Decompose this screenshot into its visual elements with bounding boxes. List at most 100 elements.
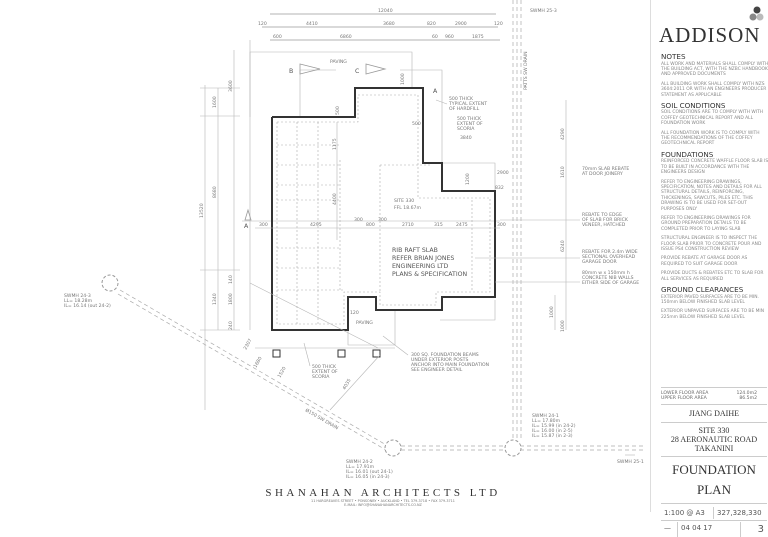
dim-text: 1175: [332, 138, 338, 150]
manhole-level: IL= 16.05 (in 24-3): [346, 474, 390, 480]
paving-outline: PAVING PAVING: [249, 51, 496, 346]
manhole-level: IL= 15.87 (in 2-3): [532, 433, 573, 439]
area-value: 124.0m2: [736, 391, 757, 396]
notes-heading: NOTES: [661, 52, 686, 61]
drain-label: PATTS SW DRAIN: [523, 51, 529, 90]
drawing-title: FOUNDATION: [672, 462, 756, 477]
dim-text: 1520: [277, 366, 288, 379]
callout-line: REBATE TO EDGE: [582, 212, 622, 218]
note-paragraph: EXTERIOR PAVED SURFACES ARE TO BE MIN. 1…: [661, 294, 759, 305]
firm-address: 11 HARGREAVES STREET • PONSONBY • AUCKLA…: [311, 499, 455, 503]
brand-name: ADDISON: [659, 23, 761, 47]
dim-text: 4400: [332, 193, 338, 205]
manhole-label: SWMH 25-3: [530, 8, 557, 14]
top-dimensions: 12040 120 4410 3680 820 2900 120 600 686…: [258, 8, 503, 41]
callout-line: TYPICAL EXTENT: [448, 101, 487, 107]
callout-line: 500 THICK: [449, 96, 474, 102]
section-markers: B C A A: [242, 63, 500, 230]
dim-text: 300: [354, 217, 363, 223]
site-line-2: 28 AERONAUTIC ROAD: [670, 435, 758, 444]
dim-text: 2710: [402, 222, 414, 228]
manhole-label: SWMH 24-1: [532, 413, 559, 419]
firm-name: SHANAHAN ARCHITECTS LTD: [265, 487, 501, 499]
dim-text: 2307: [243, 338, 254, 351]
dim-text: 500: [412, 121, 421, 127]
foundation-outline: [271, 87, 496, 331]
callout-line: SCORIA: [457, 126, 475, 132]
dim-text: 12040: [378, 8, 393, 14]
site-label: SITE 330: [394, 198, 414, 204]
callout-line: CONCRETE NIB WALLS: [582, 275, 634, 281]
slab-note-line: PLANS & SPECIFICATION: [392, 271, 468, 278]
callout-line: REBATE FOR 2.4m WIDE: [582, 249, 638, 255]
drain-label: Ø150 SW DRAIN: [304, 407, 340, 432]
slab-note-line: REFER BRIAN JONES: [392, 255, 454, 262]
upper-floor-area: UPPER FLOOR AREA 86.5m2: [661, 396, 767, 401]
dim-text: 2900: [455, 21, 467, 27]
note-paragraph: PROVIDE DUCTS & REBATES ETC TO SLAB FOR …: [661, 271, 764, 282]
note-paragraph: ALL WORK AND MATERIALS SHALL COMPLY WITH…: [661, 61, 768, 78]
callout-line: OF HARDFILL: [449, 106, 480, 112]
dim-text: 4410: [306, 21, 318, 27]
dim-text: 960: [445, 34, 454, 40]
dim-text: 3840: [460, 135, 472, 141]
dim-text: 2475: [456, 222, 468, 228]
inner-dimensions: 300 4295 300 800 300 2710 315 2475 300 8…: [255, 73, 509, 316]
left-dimensions: 1600 3600 8680 13520 1340 1800 240 140: [199, 40, 251, 410]
callout-line: 300 SQ. FOUNDATION BEAMS: [411, 352, 479, 358]
dim-text: 120: [258, 21, 267, 27]
dim-text: 300: [378, 217, 387, 223]
callout-line: SEE ENGINEER DETAIL: [411, 367, 463, 373]
dim-text: 1800: [228, 293, 234, 305]
title-block: LOWER FLOOR AREA 124.0m2 UPPER FLOOR AREA…: [661, 384, 767, 537]
dim-text: 300: [259, 222, 268, 228]
title-panel: ADDISON NOTES ALL WORK AND MATERIALS SHA…: [650, 0, 768, 537]
manhole-level: IL= 16.14 (out 24-2): [64, 303, 111, 309]
dim-text: 300: [497, 222, 506, 228]
callout-line: 500 THICK: [312, 364, 337, 370]
callout-line: 80mm w x 150mm h: [582, 270, 630, 276]
area-label: LOWER FLOOR AREA: [661, 391, 709, 396]
callout-line: UNDER EXTERIOR POSTS: [411, 357, 468, 363]
dim-text: 1340: [212, 293, 218, 305]
dim-text: 8680: [212, 186, 218, 198]
soil-heading: SOIL CONDITIONS: [661, 100, 726, 110]
callout-line: ANCHOR INTO MAIN FOUNDATION: [411, 362, 489, 368]
area-label: UPPER FLOOR AREA: [661, 396, 707, 401]
paving-label: PAVING: [330, 59, 347, 65]
callout-line: AT DOOR JOINERY: [582, 171, 623, 177]
site-line-1: SITE 330: [698, 426, 730, 435]
dim-text: 140: [228, 275, 234, 284]
paving-label: PAVING: [356, 320, 373, 326]
dim-text: 1610: [560, 166, 566, 178]
dim-text: 6860: [340, 34, 352, 40]
note-paragraph: ALL BUILDING WORK SHALL COMPLY WITH NZS …: [661, 81, 767, 98]
exterior-posts: [255, 347, 395, 358]
manhole-label: SWMH 24-3: [64, 293, 91, 299]
foundations-heading: FOUNDATIONS: [661, 149, 714, 159]
dim-text: 3680: [383, 21, 395, 27]
callout-line: VENEER, HATCHED: [582, 222, 626, 228]
callout-line: SCORIA: [312, 374, 330, 380]
architect-footer: SHANAHAN ARCHITECTS LTD 11 HARGREAVES ST…: [228, 487, 538, 507]
dim-text: 1000: [400, 73, 406, 85]
slab-note-line: RIB RAFT SLAB: [392, 247, 438, 254]
dim-text: 1875: [472, 34, 484, 40]
general-notes: NOTES ALL WORK AND MATERIALS SHALL COMPL…: [661, 50, 768, 324]
area-value: 86.5m2: [739, 396, 757, 401]
dim-text: 1200: [465, 173, 471, 185]
manhole-level: LL= 18.28m: [64, 298, 93, 304]
manhole-level: LL= 17.80m: [532, 418, 561, 424]
slab-note-line: ENGINEERING LTD: [392, 263, 448, 270]
dim-text: 120: [494, 21, 503, 27]
